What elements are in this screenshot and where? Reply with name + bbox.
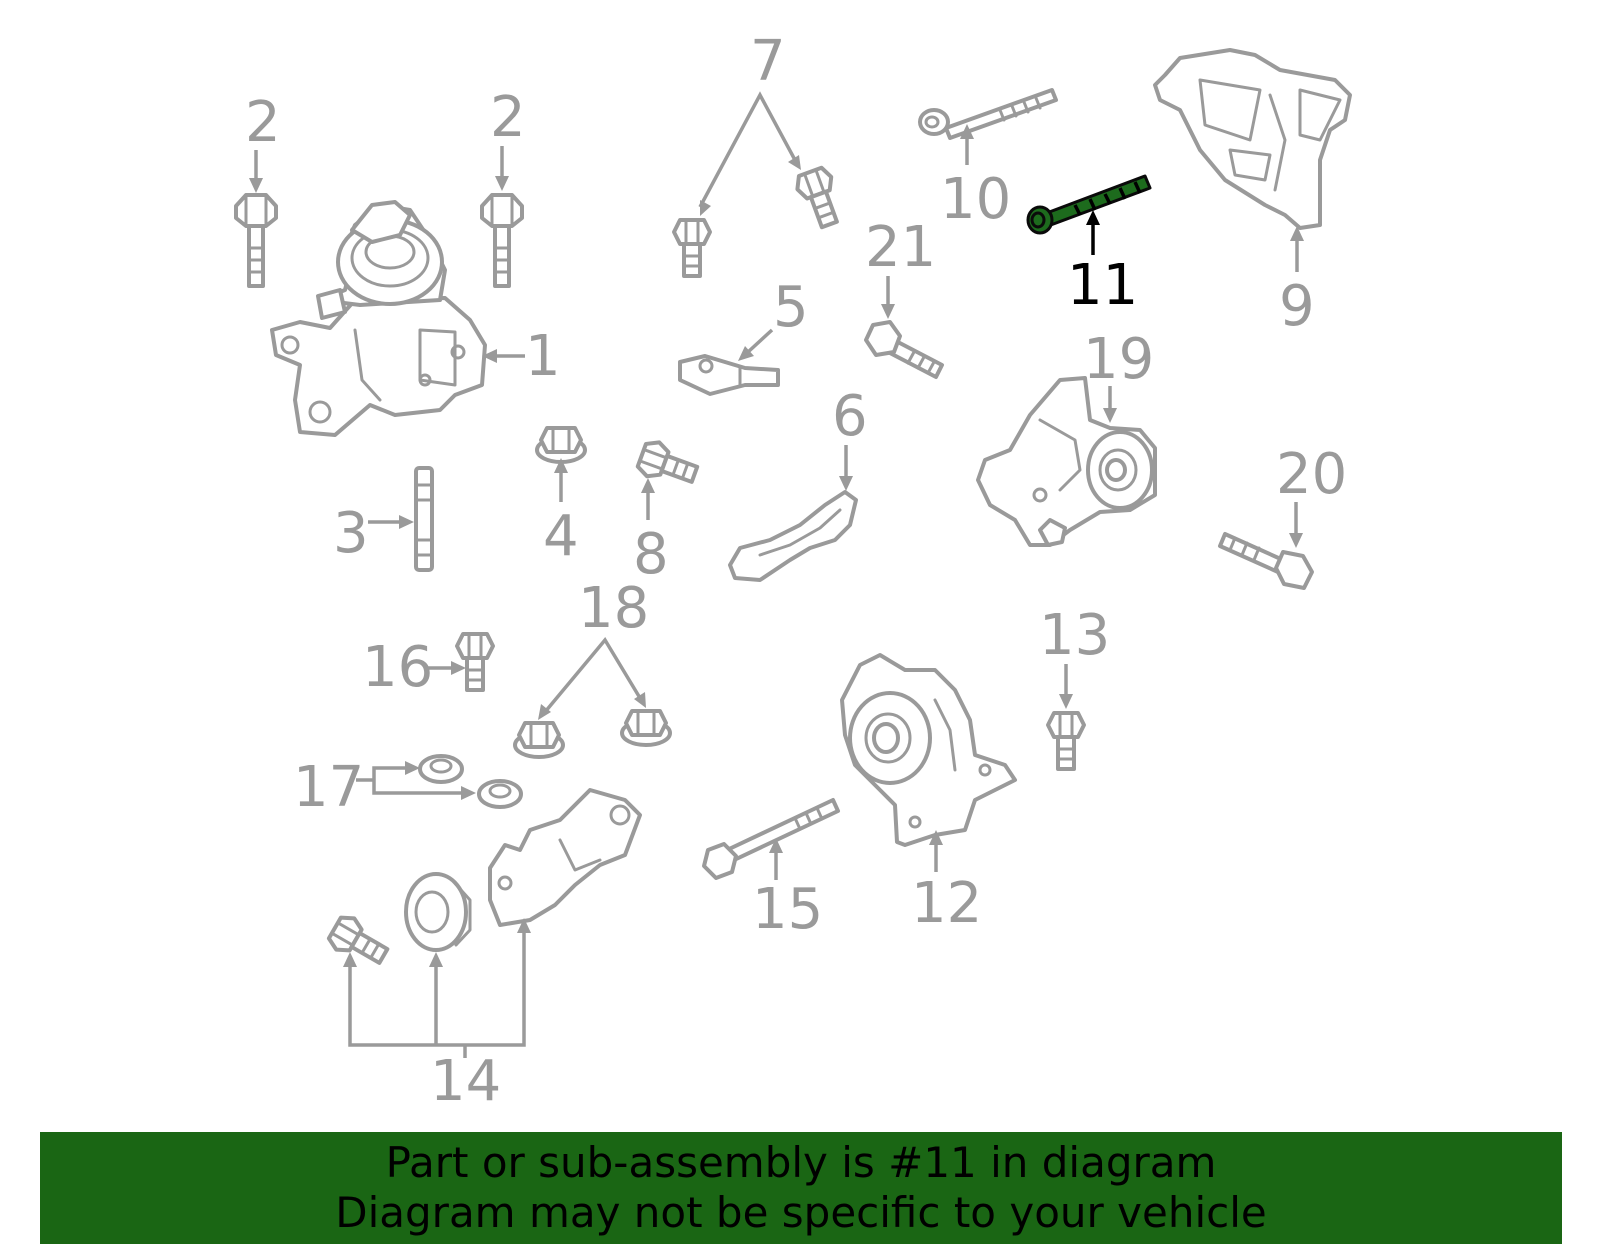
svg-text:2: 2 bbox=[490, 85, 526, 150]
part-16-bolt bbox=[455, 632, 495, 692]
part-5-bracket bbox=[678, 354, 780, 396]
callout-18: 18 bbox=[538, 576, 649, 720]
part-14-mount-assembly bbox=[323, 788, 642, 974]
part-4-nut bbox=[535, 426, 587, 464]
callout-11: 11 bbox=[1067, 210, 1138, 318]
callout-7: 7 bbox=[698, 29, 801, 216]
callout-21: 21 bbox=[865, 215, 936, 319]
svg-text:18: 18 bbox=[578, 576, 649, 641]
svg-text:4: 4 bbox=[543, 504, 579, 569]
part-21-bolt bbox=[864, 320, 944, 379]
callout-17: 17 bbox=[293, 755, 476, 820]
callout-2-left: 2 bbox=[245, 90, 281, 193]
part-17-washers bbox=[418, 754, 523, 809]
svg-text:10: 10 bbox=[940, 167, 1011, 232]
svg-text:9: 9 bbox=[1279, 274, 1315, 339]
svg-text:6: 6 bbox=[832, 384, 868, 449]
callout-3: 3 bbox=[333, 501, 414, 566]
part-3-stud bbox=[414, 466, 434, 572]
callout-20: 20 bbox=[1276, 442, 1347, 548]
part-6-shield bbox=[728, 490, 858, 582]
svg-text:21: 21 bbox=[865, 215, 936, 280]
part-20-bolt bbox=[1218, 532, 1314, 590]
part-9-bracket bbox=[1153, 48, 1352, 230]
part-info-banner: Part or sub-assembly is #11 in diagram D… bbox=[40, 1132, 1562, 1244]
part-13-bolt bbox=[1046, 711, 1086, 771]
part-10-long-bolt bbox=[918, 88, 1058, 140]
part-11-highlighted-bolt bbox=[1026, 174, 1152, 235]
svg-text:13: 13 bbox=[1039, 603, 1110, 668]
svg-text:1: 1 bbox=[525, 324, 561, 389]
callout-13: 13 bbox=[1039, 603, 1110, 709]
svg-text:8: 8 bbox=[633, 522, 669, 587]
part-12-trans-mount bbox=[840, 653, 1017, 847]
callout-9: 9 bbox=[1279, 226, 1315, 339]
callout-5: 5 bbox=[738, 275, 809, 361]
svg-text:2: 2 bbox=[245, 90, 281, 155]
part-18-nut-left bbox=[513, 721, 565, 759]
part-7-bolt-left bbox=[672, 218, 712, 278]
callout-19: 19 bbox=[1083, 327, 1154, 423]
svg-text:17: 17 bbox=[293, 755, 364, 820]
svg-text:20: 20 bbox=[1276, 442, 1347, 507]
svg-text:11: 11 bbox=[1067, 253, 1138, 318]
callout-10: 10 bbox=[940, 124, 1011, 232]
part-18-nut-right bbox=[620, 709, 672, 747]
part-7-bolt-right bbox=[791, 163, 849, 233]
svg-text:15: 15 bbox=[752, 877, 823, 942]
svg-text:3: 3 bbox=[333, 501, 369, 566]
callout-2-right: 2 bbox=[490, 85, 526, 191]
part-19-mount bbox=[976, 376, 1157, 547]
callout-8: 8 bbox=[633, 478, 669, 587]
part-8-bolt bbox=[633, 436, 703, 494]
svg-text:5: 5 bbox=[773, 275, 809, 340]
callout-16: 16 bbox=[362, 635, 466, 700]
svg-text:7: 7 bbox=[750, 29, 786, 94]
svg-text:14: 14 bbox=[430, 1049, 501, 1114]
part-15-long-bolt bbox=[702, 798, 840, 880]
callout-14: 14 bbox=[343, 918, 531, 1114]
callout-15: 15 bbox=[752, 838, 823, 942]
callout-12: 12 bbox=[911, 830, 982, 936]
banner-line-part: Part or sub-assembly is #11 in diagram bbox=[385, 1138, 1217, 1187]
part-1-engine-mount bbox=[270, 200, 487, 437]
callout-6: 6 bbox=[832, 384, 868, 491]
callout-4: 4 bbox=[543, 458, 579, 569]
svg-text:12: 12 bbox=[911, 871, 982, 936]
banner-line-disclaimer: Diagram may not be specific to your vehi… bbox=[335, 1188, 1267, 1237]
part-2-bolt-left bbox=[234, 193, 278, 288]
part-2-bolt-right bbox=[480, 193, 524, 288]
callout-1: 1 bbox=[482, 324, 561, 389]
svg-text:19: 19 bbox=[1083, 327, 1154, 392]
svg-text:16: 16 bbox=[362, 635, 433, 700]
